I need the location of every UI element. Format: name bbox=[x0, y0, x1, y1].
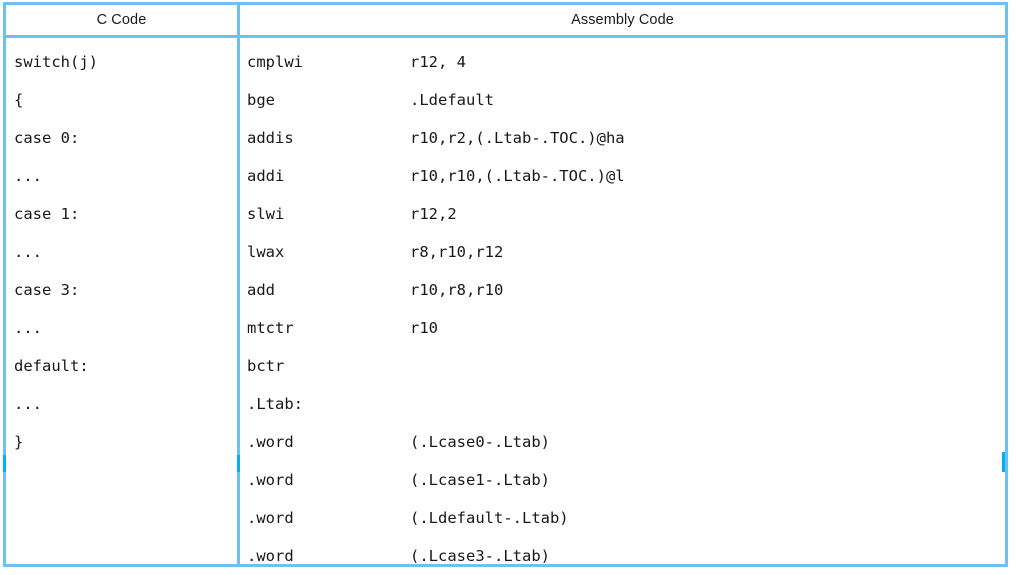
table-row: addi r10,r10,(.Ltab-.TOC.)@l bbox=[240, 157, 1005, 195]
table-row: ... bbox=[14, 395, 42, 413]
c-to-assembly-comparison-table: C Code Assembly Code switch(j) { case 0:… bbox=[3, 2, 1008, 567]
table-row: ... bbox=[14, 243, 42, 261]
asm-mnemonic: lwax bbox=[247, 243, 285, 261]
asm-operand: (.Lcase1-.Ltab) bbox=[410, 471, 550, 489]
c-code-column: switch(j) { case 0: ... case 1: ... case… bbox=[6, 38, 240, 564]
asm-mnemonic: addis bbox=[247, 129, 294, 147]
asm-mnemonic: mtctr bbox=[247, 319, 294, 337]
left-rule-highlight bbox=[3, 455, 6, 472]
asm-mnemonic: add bbox=[247, 281, 275, 299]
table-row: ... bbox=[14, 167, 42, 185]
table-row: case 1: bbox=[14, 205, 80, 223]
asm-operand: (.Lcase0-.Ltab) bbox=[410, 433, 550, 451]
table-row: .word (.Lcase1-.Ltab) bbox=[240, 461, 1005, 499]
table-row bbox=[6, 461, 237, 499]
asm-operand: .Ldefault bbox=[410, 91, 494, 109]
table-row: bge .Ldefault bbox=[240, 81, 1005, 119]
asm-operand: r8,r10,r12 bbox=[410, 243, 504, 261]
asm-mnemonic: .Ltab: bbox=[247, 395, 303, 413]
asm-mnemonic: .word bbox=[247, 509, 294, 527]
asm-mnemonic: .word bbox=[247, 471, 294, 489]
asm-mnemonic: .word bbox=[247, 547, 294, 565]
table-row: lwax r8,r10,r12 bbox=[240, 233, 1005, 271]
column-header-c-code: C Code bbox=[6, 5, 240, 35]
table-row bbox=[6, 537, 237, 575]
table-row: bctr bbox=[240, 347, 1005, 385]
table-row: .Ltab: bbox=[240, 385, 1005, 423]
asm-operand: (.Ldefault-.Ltab) bbox=[410, 509, 569, 527]
table-row: mtctr r10 bbox=[240, 309, 1005, 347]
asm-operand: r10 bbox=[410, 319, 438, 337]
asm-mnemonic: bctr bbox=[247, 357, 285, 375]
asm-operand: (.Lcase3-.Ltab) bbox=[410, 547, 550, 565]
table-row: slwi r12,2 bbox=[240, 195, 1005, 233]
table-header-row: C Code Assembly Code bbox=[6, 5, 1005, 38]
asm-mnemonic: .word bbox=[247, 433, 294, 451]
table-row: .word (.Ldefault-.Ltab) bbox=[240, 499, 1005, 537]
middle-rule-highlight bbox=[237, 455, 240, 472]
table-row: ... bbox=[14, 319, 42, 337]
assembly-code-column: cmplwi r12, 4 bge .Ldefault addis r10,r2… bbox=[240, 38, 1005, 565]
column-header-assembly-code: Assembly Code bbox=[571, 12, 674, 28]
table-row: cmplwi r12, 4 bbox=[240, 43, 1005, 81]
asm-operand: r12,2 bbox=[410, 205, 457, 223]
asm-mnemonic: cmplwi bbox=[247, 53, 303, 71]
asm-mnemonic: slwi bbox=[247, 205, 285, 223]
table-row: { bbox=[14, 91, 24, 109]
assembly-code-rows: cmplwi r12, 4 bge .Ldefault addis r10,r2… bbox=[240, 38, 1005, 575]
asm-operand: r10,r8,r10 bbox=[410, 281, 504, 299]
c-code-rows: switch(j) { case 0: ... case 1: ... case… bbox=[6, 38, 237, 575]
table-row: addis r10,r2,(.Ltab-.TOC.)@ha bbox=[240, 119, 1005, 157]
table-row: add r10,r8,r10 bbox=[240, 271, 1005, 309]
right-rule-highlight bbox=[1002, 452, 1005, 472]
table-row: } bbox=[14, 433, 24, 451]
asm-mnemonic: addi bbox=[247, 167, 285, 185]
asm-operand: r10,r2,(.Ltab-.TOC.)@ha bbox=[410, 129, 625, 147]
table-row: switch(j) bbox=[14, 53, 98, 71]
table-row bbox=[6, 499, 237, 537]
table-body: switch(j) { case 0: ... case 1: ... case… bbox=[6, 38, 1005, 565]
table-row: default: bbox=[14, 357, 89, 375]
table-row: case 3: bbox=[14, 281, 80, 299]
table-row: .word (.Lcase3-.Ltab) bbox=[240, 537, 1005, 575]
asm-mnemonic: bge bbox=[247, 91, 275, 109]
table-row: .word (.Lcase0-.Ltab) bbox=[240, 423, 1005, 461]
asm-operand: r10,r10,(.Ltab-.TOC.)@l bbox=[410, 167, 625, 185]
asm-operand: r12, 4 bbox=[410, 53, 466, 71]
table-row: case 0: bbox=[14, 129, 80, 147]
